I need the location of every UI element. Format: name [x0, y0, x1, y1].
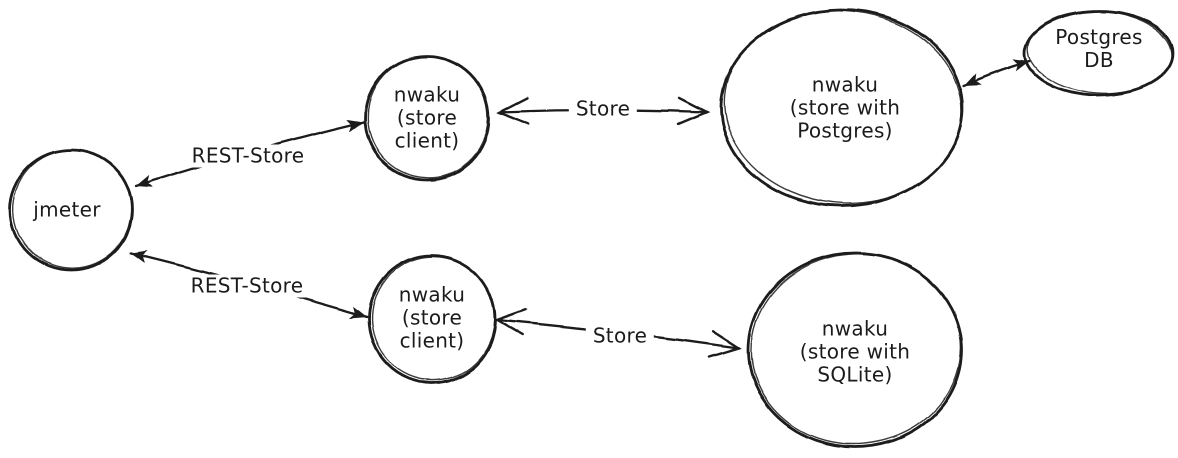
label-line: jmeter — [33, 197, 101, 222]
label-line: SQLite) — [817, 362, 893, 387]
edge-postgres-link-arrow — [962, 58, 1032, 87]
edge-label-rest-store-top: REST-Store — [184, 144, 312, 168]
label-line: Postgres — [1055, 25, 1143, 49]
node-label-store-client-bottom: nwaku (store client) — [398, 282, 466, 353]
label-line: (store with — [799, 339, 911, 364]
label-line: DB — [1084, 48, 1114, 72]
edge-label-store-top: Store — [568, 97, 638, 121]
node-label-jmeter: jmeter — [33, 197, 101, 222]
node-label-postgres-db: Postgres DB — [1055, 26, 1142, 72]
label-line: (store — [396, 105, 458, 130]
node-jmeter-ellipse — [8, 148, 134, 272]
node-label-store-client-top: nwaku (store client) — [393, 82, 461, 153]
node-store-postgres-ellipse — [719, 8, 965, 208]
label-line: client) — [394, 128, 460, 153]
label-line: nwaku — [821, 316, 889, 341]
label-line: nwaku — [393, 82, 461, 107]
edge-label-store-bottom: Store — [585, 324, 655, 348]
node-store-sqlite-ellipse — [746, 251, 964, 449]
label-line: client) — [399, 328, 465, 353]
edge-label-rest-store-bottom: REST-Store — [183, 274, 311, 298]
label-line: (store with — [789, 95, 901, 120]
node-label-store-sqlite: nwaku (store with SQLite) — [799, 316, 911, 387]
label-line: Postgres) — [797, 118, 893, 143]
label-line: nwaku — [398, 282, 466, 307]
label-line: (store — [401, 305, 463, 330]
label-line: nwaku — [811, 72, 879, 97]
node-label-store-postgres: nwaku (store with Postgres) — [789, 72, 901, 143]
node-postgres-db-ellipse — [1023, 9, 1175, 97]
node-store-client-top-ellipse — [363, 54, 491, 182]
